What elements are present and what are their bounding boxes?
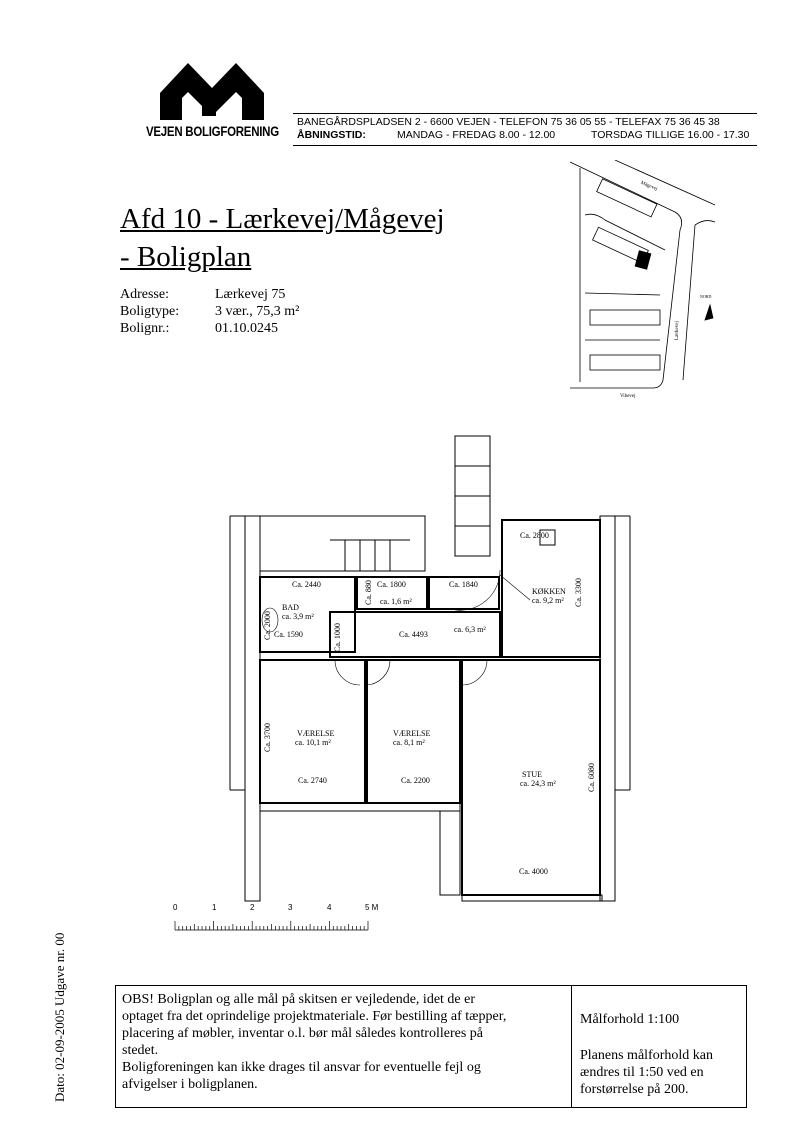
- dim-2000: Ca. 2000: [263, 611, 272, 640]
- logo: VEJEN BOLIGFORENING: [146, 58, 279, 148]
- dim-1590: Ca. 1590: [274, 630, 303, 639]
- page-title-line2: - Boligplan: [120, 241, 252, 273]
- room-stue-area: ca. 24,3 m²: [520, 779, 556, 788]
- dim-3300: Ca. 3300: [574, 578, 583, 607]
- header-hours-weekdays: MANDAG - FREDAG 8.00 - 12.00: [397, 129, 556, 141]
- room-kokken: KØKKEN: [532, 587, 566, 596]
- scale-tick-1: 1: [212, 903, 217, 912]
- info-row: Bolignr.:01.10.0245: [120, 321, 278, 336]
- header-hours-label: ÅBNINGSTID:: [297, 129, 366, 141]
- header-address: BANEGÅRDSPLADSEN 2 - 6600 VEJEN - TELEFO…: [297, 116, 720, 128]
- dim-1840: Ca. 1840: [449, 580, 478, 589]
- dim-1800: Ca. 1800: [377, 580, 406, 589]
- scale-tick-2: 2: [250, 903, 255, 912]
- room-vaerelse-1-area: ca. 10,1 m²: [295, 738, 331, 747]
- room-kokken-area: ca. 9,2 m²: [532, 596, 564, 605]
- room-wc-area: ca. 1,6 m²: [380, 597, 412, 606]
- room-bad-area: ca. 3,9 m²: [282, 612, 314, 621]
- header-rule-bottom: [293, 145, 757, 146]
- scale-tick-4: 4: [327, 903, 332, 912]
- info-row: Adresse:Lærkevej 75: [120, 287, 286, 302]
- date-edition-note: Dato: 02-09-2005 Udgave nr. 00: [52, 932, 67, 1102]
- room-vaerelse-1: VÆRELSE: [297, 729, 335, 738]
- dim-6080: Ca. 6080: [587, 763, 596, 792]
- road-laerkevej: Lærkevej: [675, 321, 680, 340]
- dim-3700: Ca. 3700: [263, 723, 272, 752]
- scale-tick-5: 5 M: [365, 903, 379, 912]
- road-vibevej: Vibevej: [620, 394, 636, 399]
- dim-2740: Ca. 2740: [298, 776, 327, 785]
- room-vaerelse-2-area: ca. 8,1 m²: [393, 738, 425, 747]
- dim-1000: Ca. 1000: [333, 623, 342, 652]
- scale-tick-0: 0: [173, 903, 178, 912]
- room-bad: BAD: [282, 603, 299, 612]
- dim-4493: Ca. 4493: [399, 630, 428, 639]
- notice-divider: [571, 986, 572, 1107]
- dim-2440: Ca. 2440: [292, 580, 321, 589]
- scale-bar: 0 1 2 3 4 5 M: [170, 903, 380, 933]
- page-title-line1: Afd 10 - Lærkevej/Mågevej: [120, 203, 445, 235]
- scale-ratio: Målforhold 1:100: [580, 1012, 680, 1027]
- room-stue: STUE: [522, 770, 542, 779]
- room-hall-area: ca. 6,3 m²: [454, 625, 486, 634]
- header-hours-thursday: TORSDAG TILLIGE 16.00 - 17.30: [591, 129, 750, 141]
- info-row: Boligtype:3 vær., 75,3 m²: [120, 304, 300, 319]
- header-rule-top: [293, 113, 757, 114]
- dim-4000: Ca. 4000: [519, 867, 548, 876]
- room-vaerelse-2: VÆRELSE: [393, 729, 431, 738]
- dim-2200: Ca. 2200: [401, 776, 430, 785]
- notice-box: OBS! Boligplan og alle mål på skitsen er…: [115, 985, 747, 1108]
- logo-house-icon: [160, 63, 264, 120]
- dim-880: Ca. 880: [364, 580, 373, 605]
- info-block: Adresse:Lærkevej 75 Boligtype:3 vær., 75…: [120, 286, 299, 337]
- scale-tick-3: 3: [288, 903, 293, 912]
- site-plan: Mågevej Lærkevej Vibevej NORD: [565, 159, 765, 410]
- dim-2800: Ca. 2800: [520, 531, 549, 540]
- north-label: NORD: [700, 294, 712, 299]
- logo-text: VEJEN BOLIGFORENING: [146, 124, 279, 139]
- notice-text: OBS! Boligplan og alle mål på skitsen er…: [122, 992, 507, 1092]
